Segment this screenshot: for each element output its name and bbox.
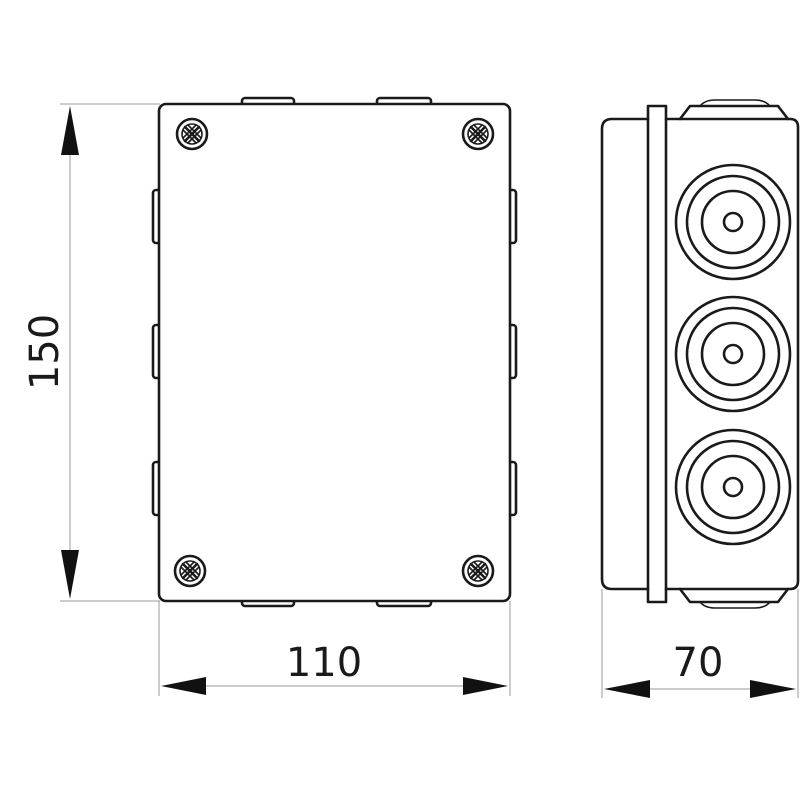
screw-icon bbox=[173, 554, 207, 588]
side-body bbox=[664, 117, 800, 591]
arrow-left-icon bbox=[161, 677, 206, 695]
height-label: 150 bbox=[22, 314, 68, 390]
dimension-height: 150 bbox=[22, 103, 160, 602]
side-lid bbox=[600, 117, 650, 591]
side-top-knockout bbox=[678, 104, 790, 121]
arrow-right-icon bbox=[750, 680, 796, 698]
dimension-depth: 70 bbox=[601, 589, 799, 698]
arrow-down-icon bbox=[61, 550, 79, 599]
side-view bbox=[600, 99, 800, 609]
screw-icon bbox=[461, 117, 495, 151]
arrow-right-icon bbox=[463, 677, 508, 695]
front-view bbox=[151, 96, 518, 608]
dimension-width: 110 bbox=[158, 601, 511, 696]
width-label: 110 bbox=[286, 640, 362, 686]
cable-gland-icon bbox=[674, 163, 792, 281]
cable-gland-icon bbox=[674, 295, 792, 413]
screw-icon bbox=[175, 117, 209, 151]
side-bottom-knockout-inner bbox=[699, 601, 771, 609]
screw-icon bbox=[461, 554, 495, 588]
side-bottom-knockout bbox=[678, 587, 790, 604]
side-top-knockout-inner bbox=[699, 99, 771, 107]
cable-gland-icon bbox=[674, 428, 792, 546]
front-lid bbox=[157, 102, 512, 603]
arrow-left-icon bbox=[604, 680, 650, 698]
side-flange bbox=[646, 104, 668, 604]
depth-label: 70 bbox=[673, 640, 724, 686]
arrow-up-icon bbox=[61, 106, 79, 155]
